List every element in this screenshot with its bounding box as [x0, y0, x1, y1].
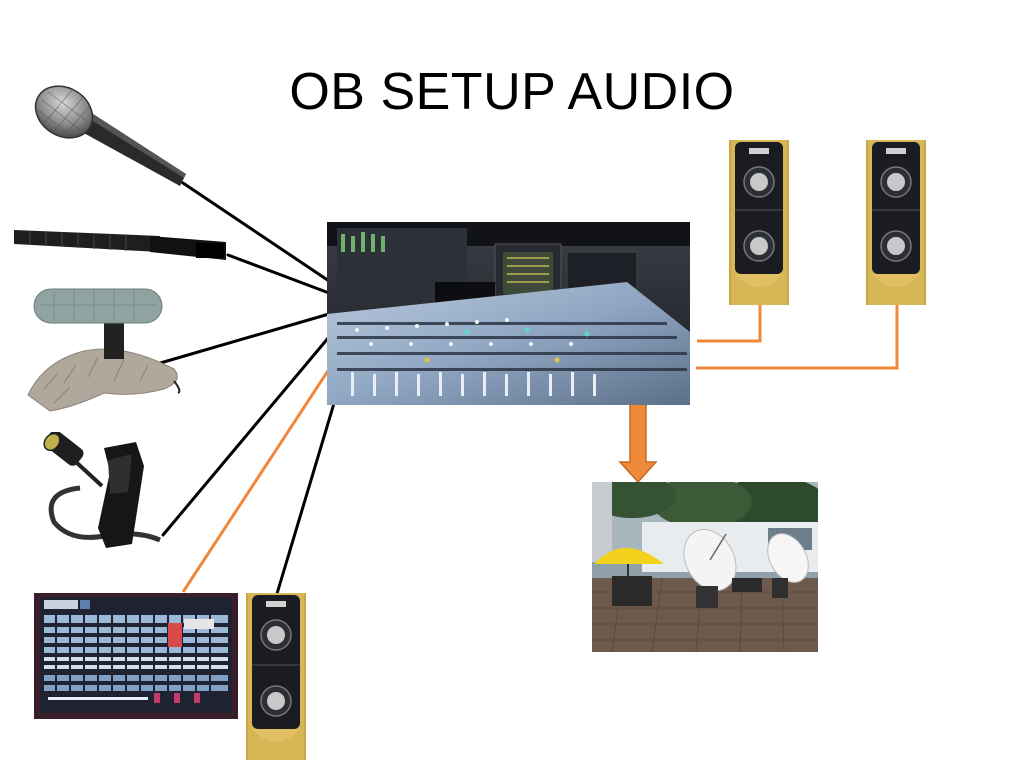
wire-lavalier-mic	[161, 335, 331, 537]
wire-speaker-2	[696, 290, 899, 370]
wire-small-mixer	[181, 356, 339, 593]
arrow-down-icon	[618, 400, 658, 484]
speaker-icon	[866, 140, 926, 305]
wire-shotgun-mic	[226, 253, 331, 295]
windshield-microphone-icon	[24, 285, 194, 415]
wire-windshield-mic	[148, 312, 331, 368]
wire-speaker-left	[274, 368, 346, 599]
wire-handheld-mic	[181, 181, 331, 283]
speaker-icon	[246, 593, 306, 760]
slide-title: OB SETUP AUDIO	[289, 63, 735, 121]
lavalier-microphone-icon	[40, 430, 170, 562]
speaker-icon	[729, 140, 789, 305]
handheld-microphone-icon	[28, 82, 193, 194]
wire-speaker-1	[697, 290, 762, 343]
satellite-truck-icon	[592, 482, 818, 652]
small-mixer-icon	[34, 593, 238, 719]
shotgun-microphone-icon	[10, 222, 230, 264]
mixing-console-icon	[327, 222, 690, 405]
